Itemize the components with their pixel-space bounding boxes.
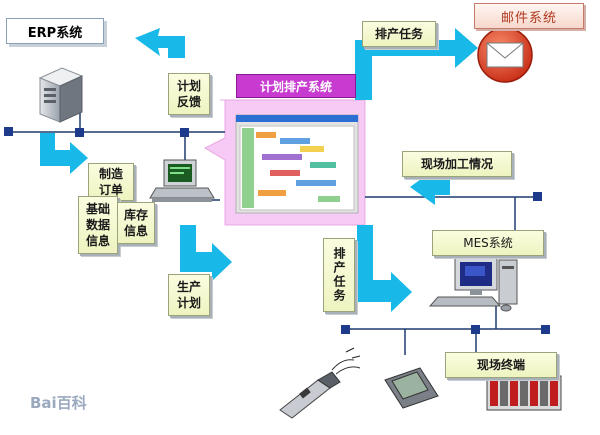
scheduling-system-title: 计划排产系统 xyxy=(236,74,356,98)
arrow-to-order xyxy=(40,133,88,174)
arrow-plan-feedback xyxy=(135,28,185,58)
inventory-label: 库存 信息 xyxy=(117,202,155,244)
bus-node xyxy=(75,128,84,137)
erp-system-label: ERP系统 xyxy=(6,18,104,44)
field-terminal-label: 现场终端 xyxy=(445,352,557,378)
bus-node xyxy=(4,127,13,136)
bus-node xyxy=(471,325,480,334)
plan-feedback-label: 计划 反馈 xyxy=(168,73,210,115)
workstation-icon xyxy=(430,258,517,311)
dispatch-task-vertical-label: 排产任务 xyxy=(323,238,355,312)
field-processing-label: 现场加工情况 xyxy=(402,151,512,177)
bus-node xyxy=(341,325,350,334)
mes-system-label: MES系统 xyxy=(432,230,544,256)
plc-rack-icon xyxy=(487,376,561,410)
arrow-dispatch-vertical xyxy=(357,225,412,312)
bus-node xyxy=(541,325,550,334)
server-icon xyxy=(40,68,82,122)
computer-terminal-icon xyxy=(150,160,214,202)
handheld-terminal-icon xyxy=(385,368,438,408)
barcode-scanner-icon xyxy=(280,348,360,418)
production-plan-label: 生产 计划 xyxy=(168,274,210,316)
scheduling-screen-icon xyxy=(236,115,358,213)
mail-icon xyxy=(478,28,532,82)
watermark: Bai百科 xyxy=(30,392,87,413)
bus-node xyxy=(533,192,542,201)
dispatch-task-top-label: 排产任务 xyxy=(362,21,436,47)
arrow-prod-plan xyxy=(180,225,232,281)
mail-system-label: 邮件系统 xyxy=(474,3,584,29)
base-data-label: 基础 数据 信息 xyxy=(78,196,118,254)
bus-node xyxy=(180,128,189,137)
